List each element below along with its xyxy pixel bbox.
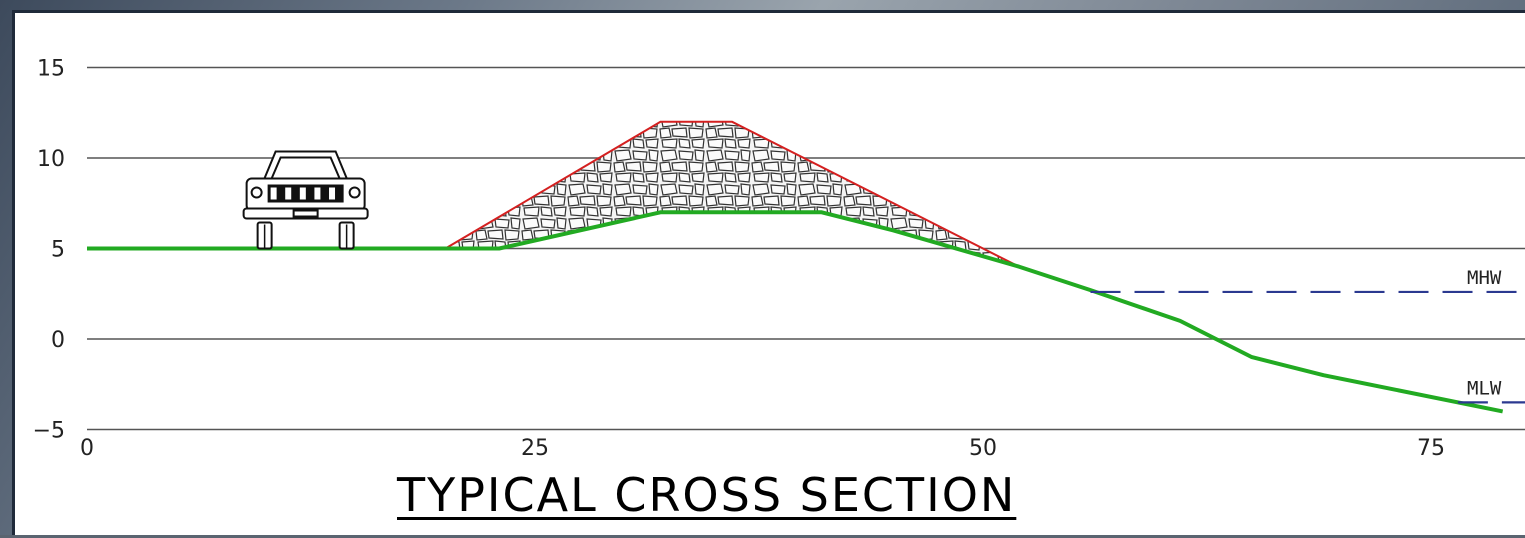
y-axis-ticks: 15 10 5 0 −5 — [33, 57, 65, 444]
x-axis-ticks: 0 25 50 75 — [80, 436, 1445, 461]
y-tick-label: −5 — [33, 419, 65, 444]
y-tick-label: 0 — [51, 328, 65, 353]
y-tick-label: 15 — [37, 57, 65, 82]
rock-revetment — [445, 121, 1019, 267]
water-level-label: MHW — [1467, 267, 1502, 289]
y-tick-label: 10 — [37, 147, 65, 172]
water-levels: MHW MLW — [1090, 267, 1525, 404]
diagram-title: TYPICAL CROSS SECTION — [397, 468, 1017, 522]
x-tick-label: 25 — [521, 436, 549, 461]
car-icon — [242, 150, 369, 250]
x-tick-label: 75 — [1417, 436, 1445, 461]
ground-profile-line — [87, 210, 1504, 414]
x-tick-label: 0 — [80, 436, 94, 461]
water-level-label: MLW — [1467, 377, 1502, 399]
revetment-outline — [444, 120, 1020, 268]
y-tick-label: 5 — [51, 238, 65, 263]
x-tick-label: 50 — [969, 436, 997, 461]
